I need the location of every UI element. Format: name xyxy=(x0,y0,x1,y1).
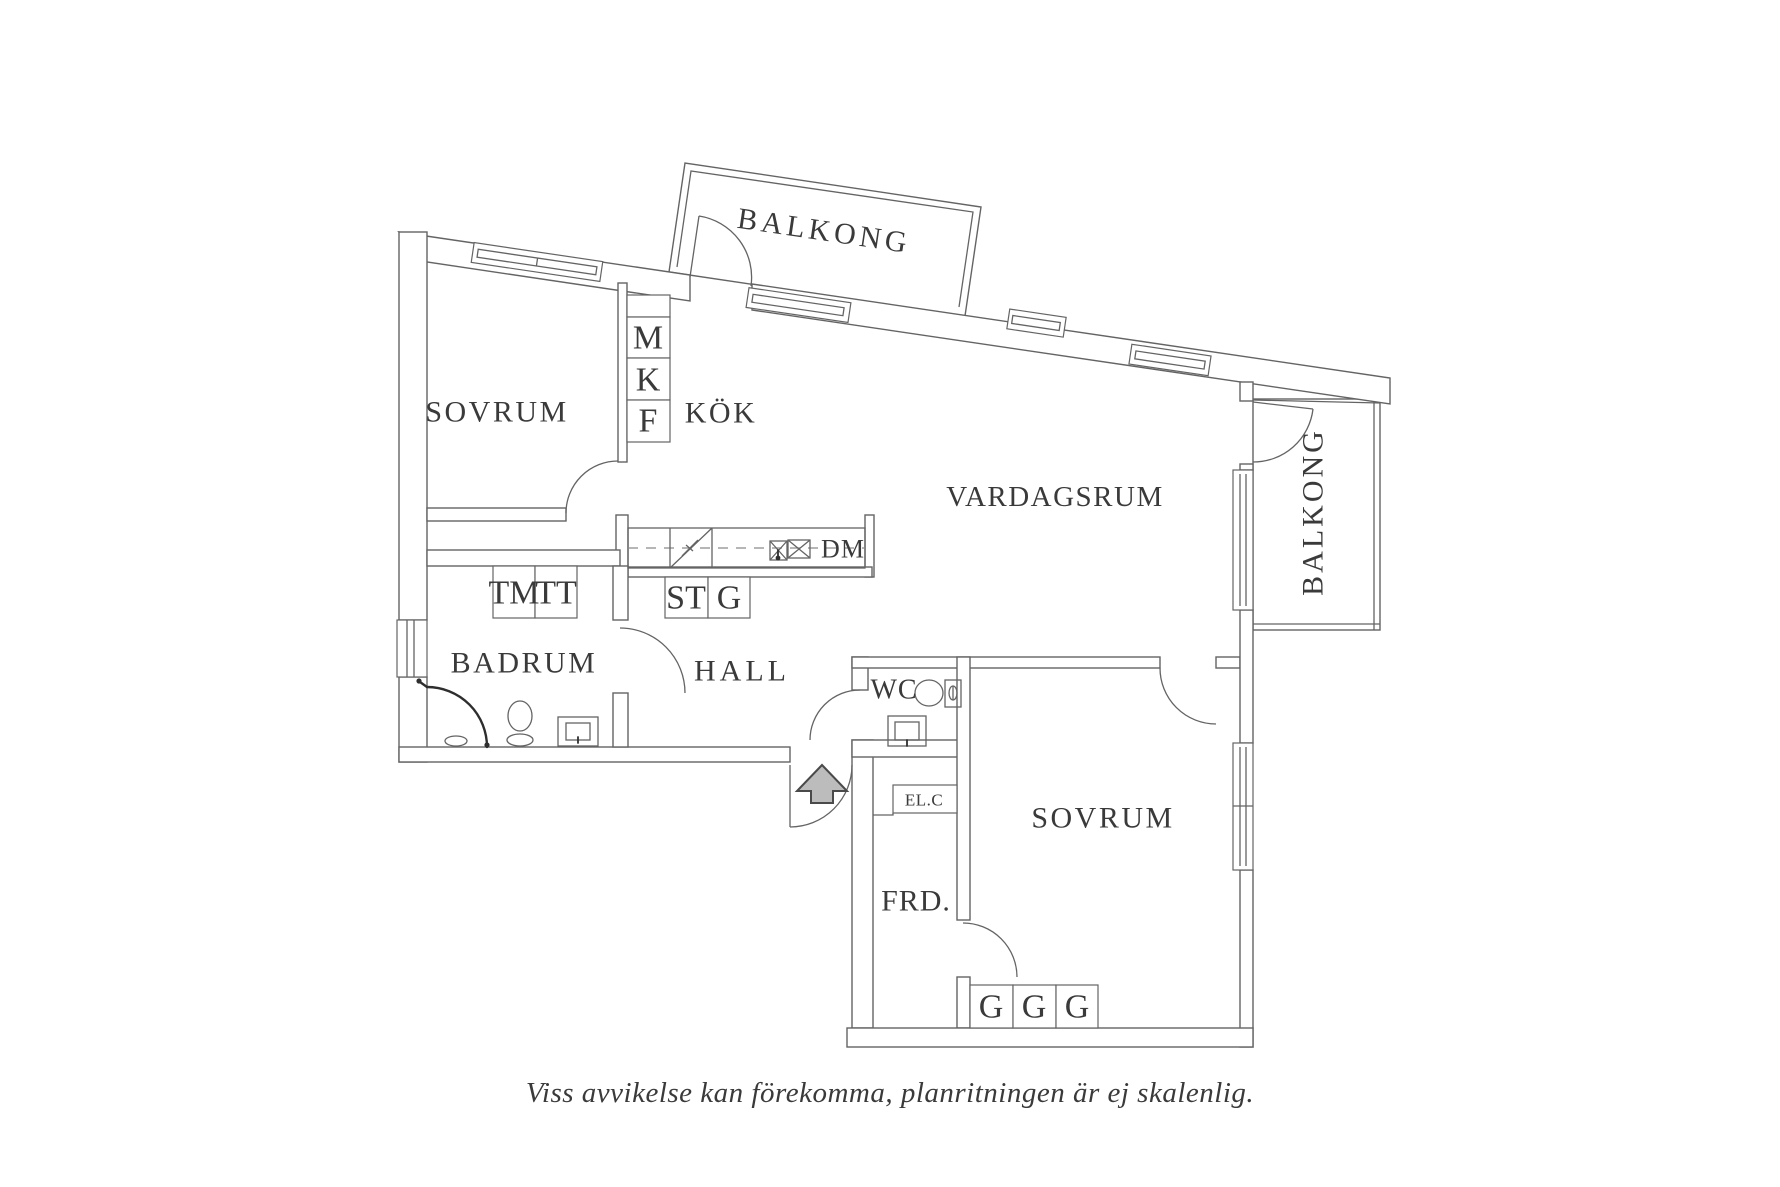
wc-fixtures xyxy=(887,679,962,747)
doors xyxy=(565,215,1314,978)
cabinet-g xyxy=(707,576,751,619)
window-icon xyxy=(396,619,428,678)
wall-segment xyxy=(956,656,971,921)
wall-segment xyxy=(612,565,629,621)
cabinets xyxy=(492,294,1099,1029)
window-icon xyxy=(1232,469,1254,611)
wall-segment xyxy=(1252,399,1381,404)
door-arc-icon xyxy=(689,215,753,287)
bathroom-fixtures xyxy=(416,678,599,749)
door-arc-icon xyxy=(619,627,686,694)
window-icon xyxy=(470,241,604,283)
toilet-icon xyxy=(914,679,962,708)
wardrobe-label-g3: G xyxy=(1065,989,1090,1026)
window-icon xyxy=(1232,742,1254,871)
closet-label-elc: EL.C xyxy=(905,791,943,810)
cabinet-tt xyxy=(534,565,578,619)
room-label-sovrum-top: SOVRUM xyxy=(425,396,568,429)
cabinet-st xyxy=(664,576,709,619)
shower-icon xyxy=(416,678,490,749)
cabinet-label-m: M xyxy=(633,320,663,357)
wardrobe-label-g1: G xyxy=(979,989,1004,1026)
labels: BALKONG SOVRUM KÖK VARDAGSRUM BALKONG M … xyxy=(425,202,1329,1109)
room-label-balkong-right: BALKONG xyxy=(1297,428,1330,596)
wardrobe-g2 xyxy=(1012,984,1057,1029)
disclaimer-caption: Viss avvikelse kan förekomma, planritnin… xyxy=(526,1077,1254,1109)
walls xyxy=(397,231,1391,1048)
wall-segment xyxy=(873,813,894,816)
room-label-hall: HALL xyxy=(694,655,790,688)
wall-segment xyxy=(956,976,971,1029)
wall-segment xyxy=(1215,656,1241,669)
wall-segment xyxy=(1239,609,1254,744)
wardrobe-label-g2: G xyxy=(1022,989,1047,1026)
room-label-wc: WC xyxy=(870,675,917,706)
room-label-vardagsrum: VARDAGSRUM xyxy=(946,481,1164,513)
room-label-kok: KÖK xyxy=(685,397,758,430)
windows xyxy=(396,241,1254,871)
entrance-arrow-icon xyxy=(794,763,850,804)
wall-segment xyxy=(612,692,629,748)
cabinet-k xyxy=(626,357,671,401)
room-label-frd: FRD. xyxy=(881,885,951,918)
wall-segment xyxy=(617,282,628,463)
balcony-right-outline xyxy=(1252,398,1381,631)
wall-segment xyxy=(426,549,621,567)
cabinet-label-f: F xyxy=(639,403,658,440)
window-icon xyxy=(1128,343,1212,377)
cabinet-label-tm: TM xyxy=(489,575,540,612)
wardrobe-g3 xyxy=(1055,984,1099,1029)
kitchen-tall-cabinet xyxy=(626,294,671,318)
sink-icon xyxy=(887,715,927,747)
toilet-icon xyxy=(506,700,534,747)
room-label-sovrum-bottom: SOVRUM xyxy=(1031,802,1174,835)
door-arc-icon xyxy=(1252,401,1314,463)
wardrobe-g1 xyxy=(969,984,1014,1029)
cabinet-tm xyxy=(492,565,536,619)
door-arc-icon xyxy=(809,689,861,741)
door-arc-icon xyxy=(1159,667,1217,725)
balcony-top-railing xyxy=(676,170,974,308)
window-icon xyxy=(745,286,852,324)
cabinet-label-st: ST xyxy=(666,580,706,617)
cabinet-label-k: K xyxy=(636,362,661,399)
door-arc-icon xyxy=(962,922,1018,978)
balcony-right xyxy=(1252,398,1381,631)
elc-closet xyxy=(892,784,958,814)
wall-segment xyxy=(846,1027,1254,1048)
kitchen-counter xyxy=(627,527,866,569)
wall-segment xyxy=(426,507,567,522)
wall-segment xyxy=(398,746,791,763)
stove-icon xyxy=(669,527,713,569)
wall-segment xyxy=(851,656,1161,669)
window-icon xyxy=(1006,308,1067,338)
wall-segment xyxy=(1239,463,1254,471)
dishwasher-label-dm: DM xyxy=(821,535,865,564)
sink-icon xyxy=(557,716,599,747)
room-label-badrum: BADRUM xyxy=(451,647,598,680)
entry-door-arc-icon xyxy=(789,764,853,828)
wall-segment xyxy=(851,739,874,1029)
sink-icon xyxy=(769,539,811,561)
wall-segment xyxy=(398,231,428,621)
balcony-right-railing xyxy=(1253,399,1380,630)
wall-segment xyxy=(1239,381,1254,402)
wall-segment xyxy=(1239,869,1254,1048)
door-arc-icon xyxy=(565,460,619,514)
cabinet-label-tt: TT xyxy=(535,575,577,612)
cabinet-f xyxy=(626,399,671,443)
cabinet-label-g: G xyxy=(717,580,742,617)
